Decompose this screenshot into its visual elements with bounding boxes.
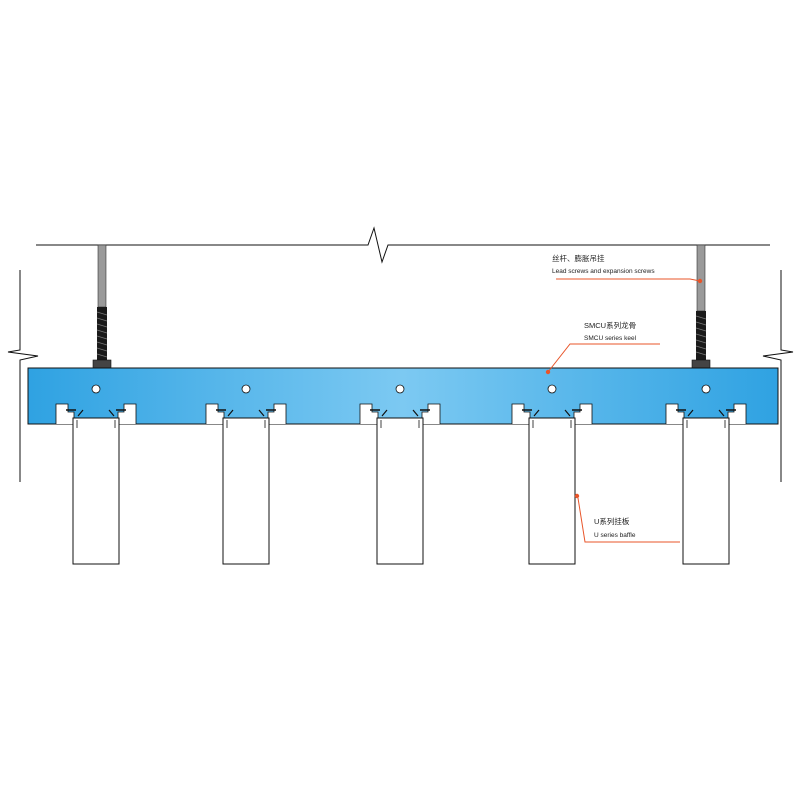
carrier-clip	[55, 403, 137, 424]
label-carrier-cn: SMCU系列龙骨	[584, 320, 636, 330]
right-wall-line	[762, 270, 794, 482]
carrier-hole	[241, 384, 251, 394]
carrier-hole	[547, 384, 557, 394]
leader-baffle	[574, 493, 680, 543]
carrier-clip	[665, 403, 747, 424]
hanger-rod-left	[92, 244, 112, 369]
carrier-hole	[395, 384, 405, 394]
baffle-group	[72, 417, 730, 565]
label-baffle-en: U series baffle	[594, 532, 636, 539]
u-baffle	[376, 417, 424, 565]
leader-hanger	[556, 278, 703, 284]
hanger-rod-right	[691, 244, 711, 369]
carrier-clip	[511, 403, 593, 424]
carrier-keel	[27, 367, 779, 425]
label-hanger-en: Lead screws and expansion screws	[552, 268, 655, 275]
u-baffle	[528, 417, 576, 565]
ceiling-slab-line	[36, 226, 770, 264]
label-carrier-en: SMCU series keel	[584, 335, 637, 342]
carrier-hole	[91, 384, 101, 394]
left-wall-line	[7, 270, 39, 482]
leader-carrier	[545, 343, 660, 375]
u-baffle	[72, 417, 120, 565]
u-baffle	[682, 417, 730, 565]
label-baffle-cn: U系列挂板	[594, 516, 630, 526]
carrier-hole	[701, 384, 711, 394]
carrier-clip	[359, 403, 441, 424]
carrier-clip	[205, 403, 287, 424]
label-hanger-cn: 丝杆、膨胀吊挂	[552, 253, 605, 263]
u-baffle	[222, 417, 270, 565]
